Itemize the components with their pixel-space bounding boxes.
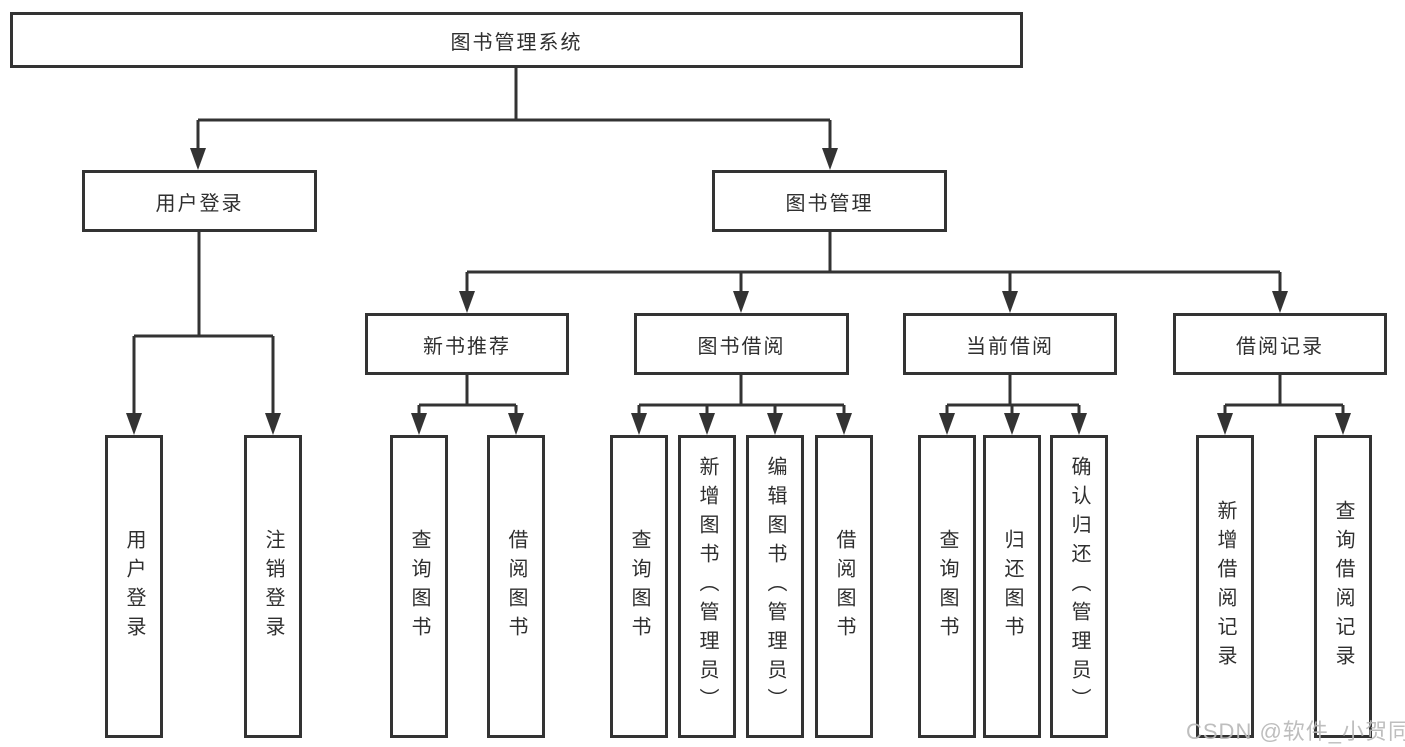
connector-current-borrow-branch — [945, 375, 1081, 416]
connector-book-mgmt-branch — [465, 232, 1282, 293]
leaf-label: 编辑图书（管理员） — [764, 456, 786, 717]
arrowhead-icon — [508, 413, 524, 435]
connector-root-branch — [196, 68, 832, 150]
leaf-label: 查询图书 — [408, 528, 430, 645]
leaf-add-book-admin: 新增图书（管理员） — [678, 435, 736, 738]
leaf-label: 注销登录 — [262, 528, 284, 645]
node-user-login: 用户登录 — [82, 170, 317, 232]
arrowhead-icon — [265, 413, 281, 435]
arrowhead-icon — [1272, 291, 1288, 313]
leaf-label: 归还图书 — [1001, 528, 1023, 645]
arrowhead-icon — [1004, 413, 1020, 435]
leaf-query-books-borrow: 查询图书 — [610, 435, 668, 738]
leaf-label: 确认归还（管理员） — [1068, 456, 1090, 717]
leaf-label: 借阅图书 — [505, 528, 527, 645]
leaf-user-login: 用户登录 — [105, 435, 163, 738]
arrowhead-icon — [733, 291, 749, 313]
leaf-query-borrow-record: 查询借阅记录 — [1314, 435, 1372, 738]
node-book-management: 图书管理 — [712, 170, 947, 232]
connector-new-book-branch — [417, 375, 518, 416]
arrowhead-icon — [939, 413, 955, 435]
connector-user-login-branch — [132, 232, 275, 415]
arrowhead-icon — [699, 413, 715, 435]
arrowhead-icon — [459, 291, 475, 313]
leaf-label: 查询借阅记录 — [1332, 499, 1354, 674]
connector-borrow-records-branch — [1223, 375, 1345, 416]
leaf-query-books-recommend: 查询图书 — [390, 435, 448, 738]
arrowhead-icon — [1002, 291, 1018, 313]
csdn-watermark: CSDN @软件_小贺同学 — [1186, 719, 1405, 744]
leaf-confirm-return-admin: 确认归还（管理员） — [1050, 435, 1108, 738]
node-current-borrowing: 当前借阅 — [903, 313, 1117, 375]
arrowhead-icon — [1071, 413, 1087, 435]
leaf-return-books: 归还图书 — [983, 435, 1041, 738]
connector-book-borrow-branch — [637, 375, 846, 416]
node-book-borrowing: 图书借阅 — [634, 313, 849, 375]
arrowhead-icon — [1217, 413, 1233, 435]
leaf-label: 新增借阅记录 — [1214, 499, 1236, 674]
arrowhead-icon — [836, 413, 852, 435]
leaf-label: 查询图书 — [936, 528, 958, 645]
node-borrow-records: 借阅记录 — [1173, 313, 1387, 375]
leaf-label: 新增图书（管理员） — [696, 456, 718, 717]
arrowhead-icon — [190, 148, 206, 170]
node-library-system: 图书管理系统 — [10, 12, 1023, 68]
arrowhead-icon — [411, 413, 427, 435]
leaf-query-books-current: 查询图书 — [918, 435, 976, 738]
leaf-label: 借阅图书 — [833, 528, 855, 645]
leaf-borrow-books-recommend: 借阅图书 — [487, 435, 545, 738]
arrowhead-icon — [767, 413, 783, 435]
leaf-borrow-books: 借阅图书 — [815, 435, 873, 738]
leaf-edit-book-admin: 编辑图书（管理员） — [746, 435, 804, 738]
leaf-add-borrow-record: 新增借阅记录 — [1196, 435, 1254, 738]
arrowhead-icon — [631, 413, 647, 435]
arrowhead-icon — [126, 413, 142, 435]
arrowhead-icon — [1335, 413, 1351, 435]
leaf-label: 用户登录 — [123, 528, 145, 645]
leaf-logout: 注销登录 — [244, 435, 302, 738]
leaf-label: 查询图书 — [628, 528, 650, 645]
node-new-book-recommend: 新书推荐 — [365, 313, 569, 375]
arrowhead-icon — [822, 148, 838, 170]
